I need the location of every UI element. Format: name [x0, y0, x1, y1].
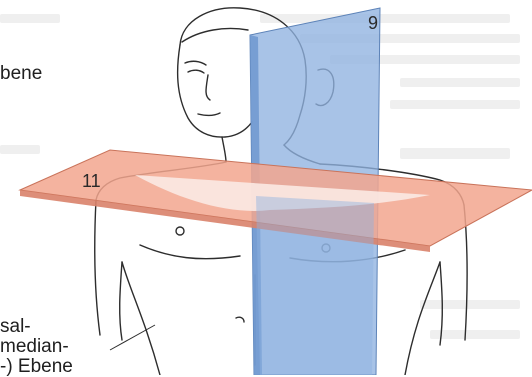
hairline — [182, 29, 248, 43]
arm-left — [95, 200, 100, 335]
chest-contour — [140, 245, 240, 259]
navel — [236, 317, 244, 322]
torso-right — [405, 262, 440, 375]
eyebrow-left — [185, 61, 206, 65]
mouth — [198, 113, 220, 115]
arm-left-inner — [120, 262, 122, 340]
plane-number-11: 11 — [82, 172, 101, 190]
torso-left — [122, 262, 160, 375]
nose — [206, 75, 210, 100]
neck-left — [222, 137, 226, 162]
label-sagittal-line3: -) Ebene — [0, 357, 73, 376]
label-sagittal-line2: median- — [0, 337, 69, 356]
sagittal-plane-front — [256, 196, 374, 375]
arm-right-inner — [440, 262, 442, 345]
label-ebene-top: bene — [0, 64, 42, 83]
plane-number-9: 9 — [368, 14, 378, 32]
face-outline — [178, 45, 252, 137]
label-sagittal-line1: sal- — [0, 317, 31, 336]
nipple-left — [176, 227, 184, 235]
eye-left — [188, 70, 204, 73]
